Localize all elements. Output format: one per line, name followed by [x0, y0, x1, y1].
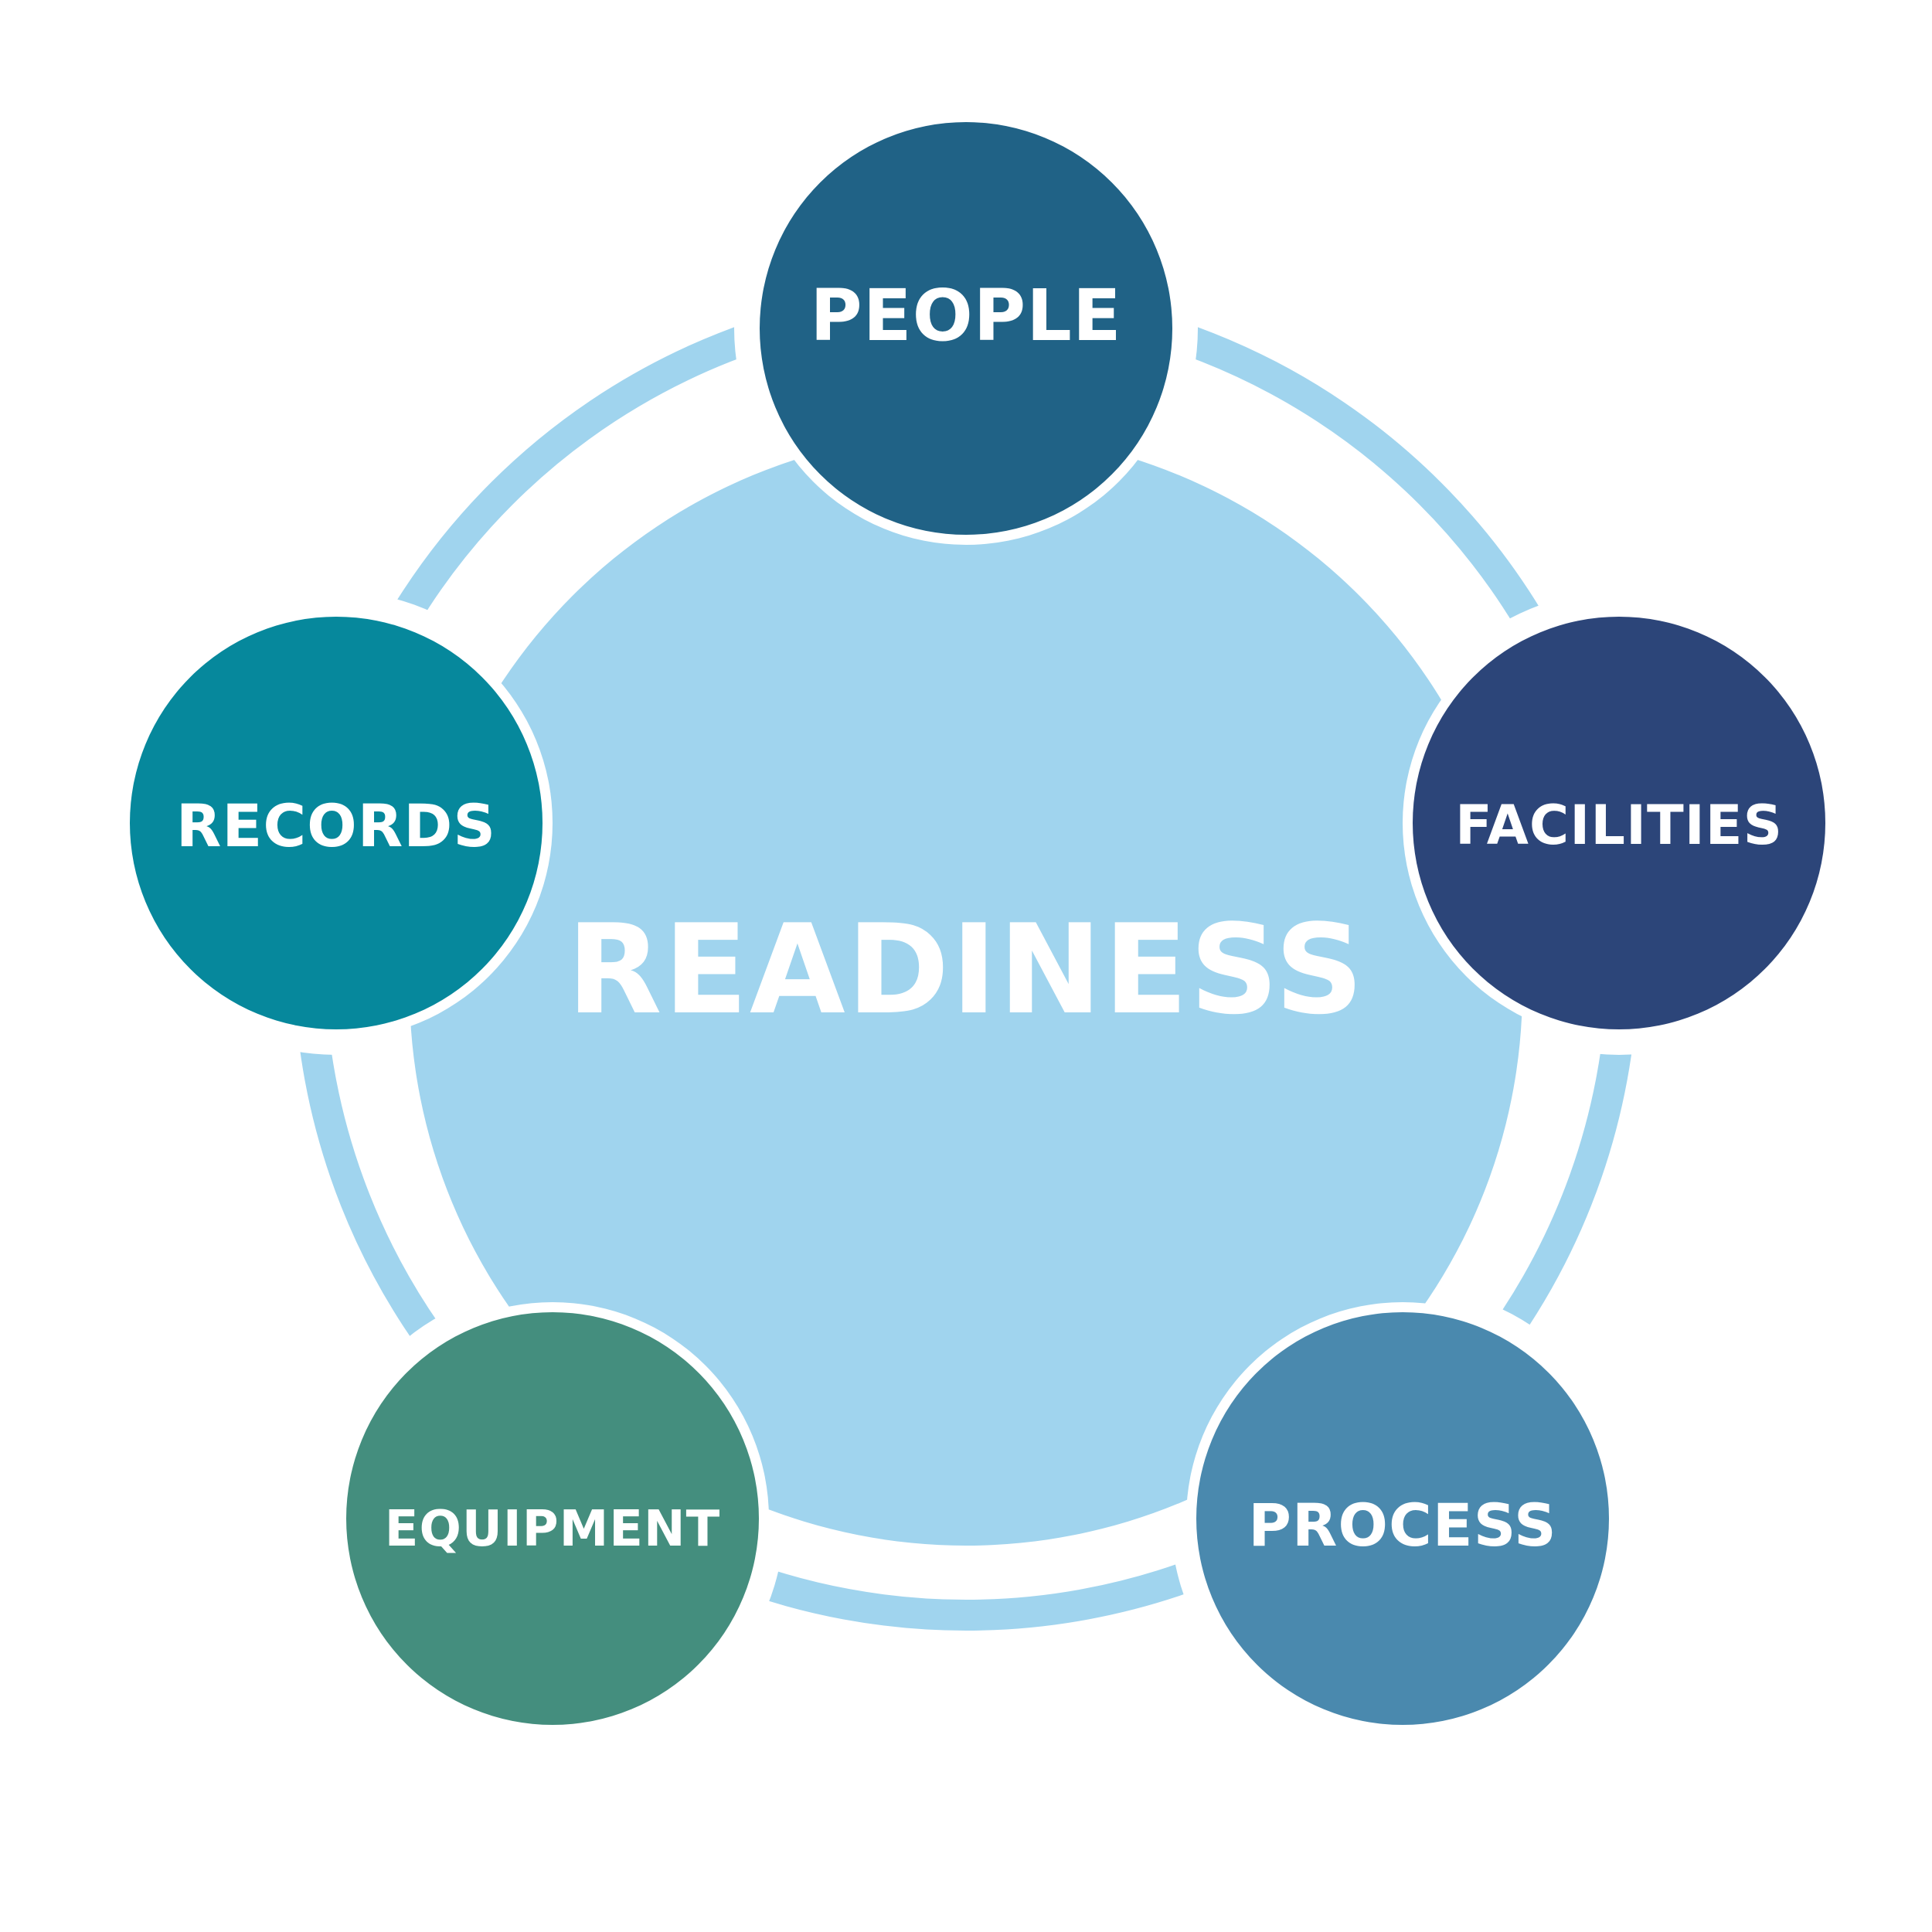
node-people-label: PEOPLE	[810, 274, 1121, 357]
node-facilities: FACILITIES	[1413, 617, 1825, 1029]
node-people: PEOPLE	[760, 122, 1172, 535]
node-process-label: PROCESS	[1248, 1491, 1557, 1560]
node-records: RECORDS	[130, 617, 543, 1029]
node-process: PROCESS	[1196, 1312, 1609, 1725]
node-records-circle	[130, 617, 543, 1029]
node-equipment-label: EQUIPMENT	[385, 1501, 720, 1558]
node-facilities-circle	[1413, 617, 1825, 1029]
center-label: READINESS	[566, 897, 1365, 1042]
node-process-circle	[1196, 1312, 1609, 1725]
node-facilities-label: FACILITIES	[1455, 794, 1783, 857]
node-people-circle	[760, 122, 1172, 535]
node-equipment: EQUIPMENT	[346, 1312, 759, 1725]
node-records-label: RECORDS	[176, 791, 496, 860]
center-circle	[410, 433, 1522, 1546]
node-equipment-circle	[346, 1312, 759, 1725]
